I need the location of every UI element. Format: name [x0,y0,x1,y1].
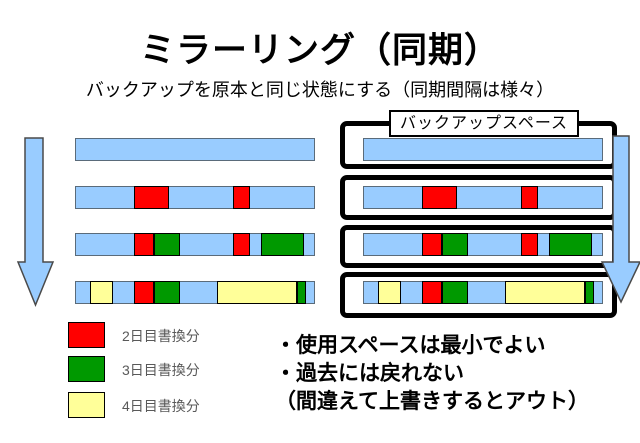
legend-swatch-yellow [68,392,105,418]
green-segment [549,233,592,256]
original-bar-day1 [75,138,315,161]
green-segment [154,281,180,304]
backup-bar-day4 [363,281,603,304]
green-segment [297,281,306,304]
red-segment [521,186,538,209]
red-segment [422,233,442,256]
yellow-segment [90,281,113,304]
green-segment [154,233,180,256]
original-bar-day3 [75,233,315,256]
green-segment [261,233,304,256]
backup-bar-day2 [363,186,603,209]
green-segment [585,281,594,304]
yellow-segment [217,281,297,304]
notes: ・使用スペースは最小でよい ・過去には戻れない （間違えて上書きするとアウト） [275,332,635,416]
red-segment [134,233,154,256]
green-segment [442,281,468,304]
legend-label: 4日目書換分 [122,398,200,414]
page-title: ミラーリング（同期） [139,31,500,70]
red-segment [521,233,538,256]
note-line: ・過去には戻れない [275,362,464,385]
backup-bar-day3 [363,233,603,256]
legend-label: 3日目書換分 [122,362,200,378]
down-arrow-left-icon [16,137,55,307]
red-segment [134,281,154,304]
legend-label: 2日目書換分 [122,328,200,344]
legend-swatch-green [68,356,105,382]
green-segment [442,233,468,256]
backup-space-label: バックアップスペース [389,110,579,137]
red-segment [233,233,250,256]
subtitle: バックアップを原本と同じ状態にする（同期間隔は様々） [85,80,555,100]
note-line: （間違えて上書きするとアウト） [275,390,589,413]
red-segment [422,281,442,304]
original-bar-day4 [75,281,315,304]
note-line: ・使用スペースは最小でよい [275,334,546,357]
original-bar-day2 [75,186,315,209]
backup-bar-day1 [363,138,603,161]
red-segment [134,186,169,209]
legend-swatch-red [68,322,105,348]
yellow-segment [378,281,401,304]
red-segment [422,186,457,209]
yellow-segment [505,281,585,304]
red-segment [233,186,250,209]
